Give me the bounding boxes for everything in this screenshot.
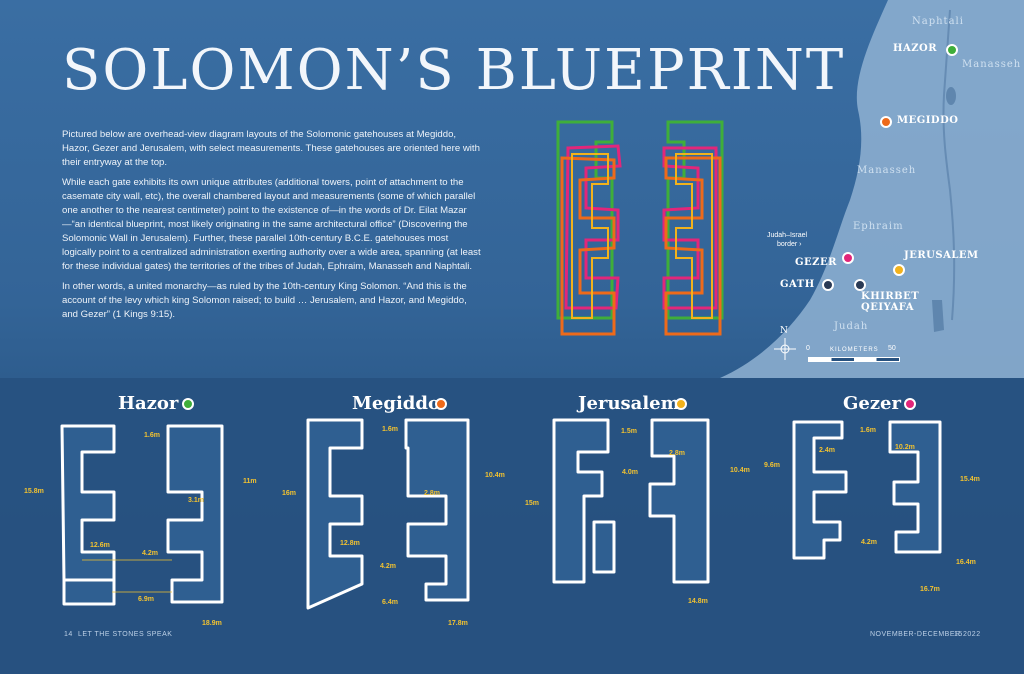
region-naphtali: Naphtali	[912, 16, 964, 27]
gate-title-hazor: Hazor	[118, 393, 179, 414]
site-label-gezer: GEZER	[795, 257, 837, 268]
megiddo-measure-8: 17.8m	[448, 620, 468, 627]
gate-plan-megiddo	[306, 418, 470, 610]
jerusalem-measure-3: 4.0m	[622, 469, 638, 476]
jerusalem-measure-5: 10.4m	[730, 467, 750, 474]
gezer-measure-3: 10.2m	[895, 444, 915, 451]
hazor-measure-2: 3.1m	[188, 497, 204, 504]
site-label-qeiyafa: QEIYAFA	[861, 302, 915, 313]
megiddo-measure-7: 10.4m	[485, 472, 505, 479]
region-map	[720, 0, 1024, 378]
site-label-megiddo: MEGIDDO	[897, 115, 959, 126]
jerusalem-measure-4: 15m	[525, 500, 540, 507]
jerusalem-dot-icon	[893, 264, 905, 276]
gezer-measure-6: 4.2m	[861, 539, 877, 546]
border-label-line2: border ›	[777, 241, 802, 248]
jerusalem-measure-6: 14.8m	[688, 598, 708, 605]
region-manasseh-mid: Manasseh	[857, 165, 917, 176]
site-label-hazor: HAZOR	[893, 43, 938, 54]
folio-left-number: 14	[64, 631, 73, 638]
hazor-dot-icon	[946, 44, 958, 56]
gate-overlay-diagram	[556, 120, 724, 336]
compass-rose-icon	[774, 338, 796, 360]
hazor-measure-3: 12.6m	[90, 542, 110, 549]
site-label-gath: GATH	[780, 279, 815, 290]
megiddo-measure-1: 1.6m	[382, 426, 398, 433]
jerusalem-measure-1: 1.5m	[621, 428, 637, 435]
hazor-measure-7: 11m	[243, 478, 257, 485]
gezer-gate-dot-icon	[904, 398, 916, 410]
megiddo-measure-6: 16m	[282, 490, 297, 497]
site-label-jerusalem: JERUSALEM	[904, 250, 979, 261]
megiddo-gate-dot-icon	[435, 398, 447, 410]
gate-plan-hazor	[60, 424, 224, 606]
gezer-dot-icon	[842, 252, 854, 264]
folio-right-number: 15	[954, 631, 963, 638]
jerusalem-gate-dot-icon	[675, 398, 687, 410]
scale-label: KILOMETERS	[830, 347, 879, 353]
gate-title-gezer: Gezer	[843, 393, 901, 414]
hazor-measure-1: 1.6m	[144, 432, 160, 439]
megiddo-dot-icon	[880, 116, 892, 128]
gezer-measure-1: 1.6m	[860, 427, 876, 434]
paragraph-2: While each gate exhibits its own unique …	[62, 177, 481, 272]
gate-plan-gezer	[792, 420, 942, 560]
hazor-measure-6: 15.8m	[24, 488, 44, 495]
paragraph-1: Pictured below are overhead-view diagram…	[62, 129, 480, 168]
folio-right-text: NOVEMBER-DECEMBER 2022	[870, 631, 981, 638]
hazor-gate-dot-icon	[182, 398, 194, 410]
hazor-measure-5: 6.9m	[138, 596, 154, 603]
gezer-measure-4: 9.6m	[764, 462, 780, 469]
folio-left-text: LET THE STONES SPEAK	[78, 631, 173, 638]
hazor-measure-4: 4.2m	[142, 550, 158, 557]
gezer-measure-5: 15.4m	[960, 476, 980, 483]
qeiyafa-dot-icon	[854, 279, 866, 291]
region-ephraim: Ephraim	[853, 221, 904, 232]
gath-dot-icon	[822, 279, 834, 291]
page-title: SOLOMON’S BLUEPRINT	[62, 38, 846, 103]
scale-bar	[808, 357, 900, 362]
megiddo-measure-3: 12.8m	[340, 540, 360, 547]
hazor-measure-8: 18.9m	[202, 620, 222, 627]
gate-title-jerusalem: Jerusalem	[578, 393, 680, 414]
megiddo-measure-4: 4.2m	[380, 563, 396, 570]
gezer-measure-2: 2.4m	[819, 447, 835, 454]
region-judah: Judah	[834, 321, 869, 332]
border-label-line1: Judah–Israel	[767, 232, 808, 239]
compass-label: N	[780, 326, 788, 336]
gezer-measure-7: 16.4m	[956, 559, 976, 566]
megiddo-measure-2: 2.8m	[424, 490, 440, 497]
scale-zero: 0	[806, 345, 810, 352]
gate-title-megiddo: Megiddo	[352, 393, 440, 414]
intro-text: Pictured below are overhead-view diagram…	[62, 128, 482, 328]
megiddo-measure-5: 6.4m	[382, 599, 398, 606]
region-manasseh-top: Manasseh	[962, 59, 1022, 70]
jerusalem-measure-2: 2.8m	[669, 450, 685, 457]
gate-plan-jerusalem	[552, 418, 710, 584]
site-label-khirbet: KHIRBET	[861, 291, 920, 302]
paragraph-3: In other words, a united monarchy—as rul…	[62, 281, 467, 320]
gezer-measure-8: 16.7m	[920, 586, 940, 593]
scale-max: 50	[888, 345, 896, 352]
